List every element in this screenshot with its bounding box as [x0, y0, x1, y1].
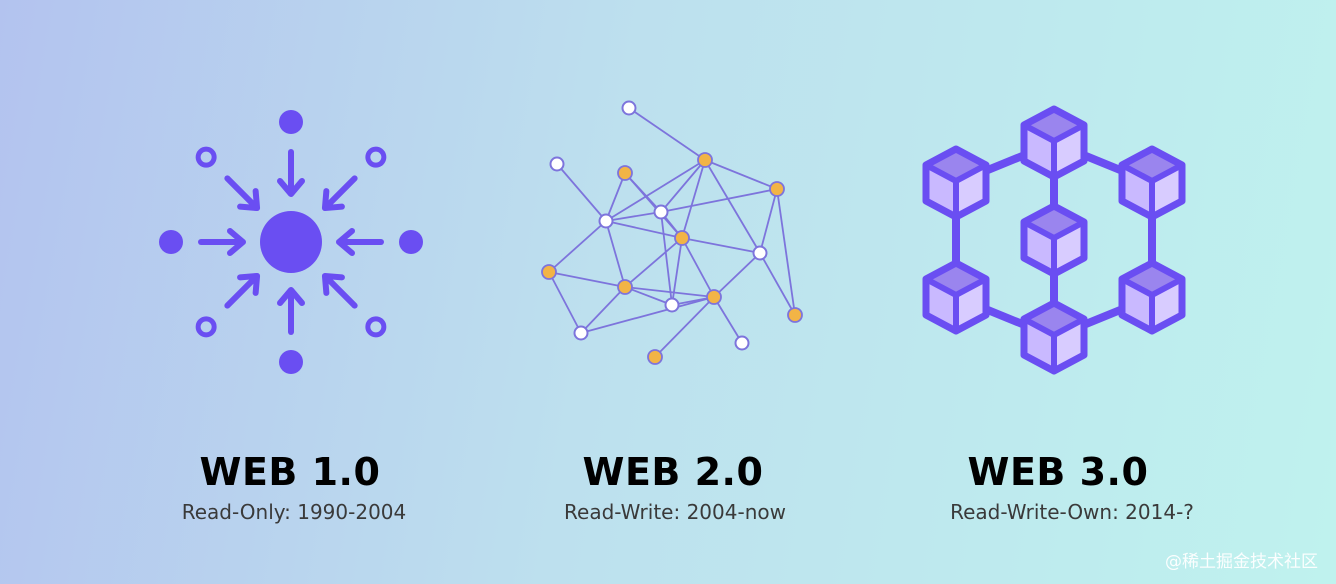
network-node-filled [617, 279, 633, 295]
web3-graphic [922, 105, 1186, 375]
network-node-filled [697, 152, 713, 168]
outer-ring-node [365, 316, 387, 338]
panel-title-web2: WEB 2.0 [582, 450, 764, 494]
network-node-filled [541, 264, 557, 280]
network-link [681, 237, 761, 254]
network-link [704, 159, 778, 190]
network-link [654, 296, 715, 358]
arrow-head [277, 178, 305, 197]
outer-ring-node [195, 316, 217, 338]
outer-dot-node [159, 230, 183, 254]
arrow-shaft [224, 277, 256, 309]
network-link [776, 188, 796, 316]
network-link [624, 172, 683, 239]
network-link [605, 220, 626, 288]
network-link [660, 188, 778, 213]
network-link [580, 286, 626, 334]
arrow-head [277, 287, 305, 306]
web1-graphic [159, 110, 423, 374]
central-server-node [260, 211, 322, 273]
network-link [671, 237, 683, 306]
network-node-empty [598, 213, 614, 229]
network-link [548, 220, 607, 273]
network-node-empty [664, 297, 680, 313]
panel-title-web1: WEB 1.0 [199, 450, 381, 494]
network-node-filled [706, 289, 722, 305]
watermark: @稀土掘金技术社区 [1165, 552, 1318, 572]
outer-ring-node [195, 146, 217, 168]
network-link [548, 271, 582, 334]
network-link [713, 296, 743, 344]
panel-title-web3: WEB 3.0 [967, 450, 1149, 494]
web2-graphic [541, 100, 803, 365]
network-node-empty [573, 325, 589, 341]
outer-dot-node [399, 230, 423, 254]
network-link [624, 286, 715, 298]
arrow-head [237, 188, 261, 212]
network-node-filled [787, 307, 803, 323]
network-link [681, 237, 715, 298]
network-node-filled [647, 349, 663, 365]
network-node-empty [621, 100, 637, 116]
panel-subtitle-web2: Read-Write: 2004-now [564, 500, 786, 524]
network-link [556, 163, 607, 222]
arrow-head [321, 188, 345, 212]
outer-dot-node [279, 350, 303, 374]
arrow-shaft [326, 277, 358, 309]
network-link [759, 252, 796, 316]
network-link [624, 237, 683, 288]
network-link [628, 107, 706, 161]
network-link [713, 252, 761, 298]
arrow-head [237, 272, 261, 296]
arrow-shaft [224, 175, 256, 207]
network-link [580, 296, 715, 334]
network-node-filled [769, 181, 785, 197]
panel-subtitle-web1: Read-Only: 1990-2004 [181, 500, 407, 524]
network-link [548, 271, 626, 288]
network-link [624, 286, 673, 306]
arrow-shaft [326, 175, 358, 207]
outer-ring-node [365, 146, 387, 168]
arrow-head [227, 228, 246, 256]
network-node-empty [734, 335, 750, 351]
network-node-empty [653, 204, 669, 220]
arrow-head [321, 272, 345, 296]
outer-dot-node [279, 110, 303, 134]
network-node-filled [674, 230, 690, 246]
network-link [605, 159, 706, 222]
network-link [605, 172, 626, 222]
network-node-filled [617, 165, 633, 181]
network-link [660, 159, 706, 213]
network-link [759, 188, 778, 254]
network-node-empty [549, 156, 565, 172]
network-link [605, 220, 683, 239]
panel-subtitle-web3: Read-Write-Own: 2014-? [950, 500, 1194, 524]
network-link [605, 211, 662, 222]
arrow-head [336, 228, 355, 256]
network-node-empty [752, 245, 768, 261]
network-link [681, 159, 706, 239]
network-link [704, 159, 761, 254]
network-link [660, 211, 673, 306]
